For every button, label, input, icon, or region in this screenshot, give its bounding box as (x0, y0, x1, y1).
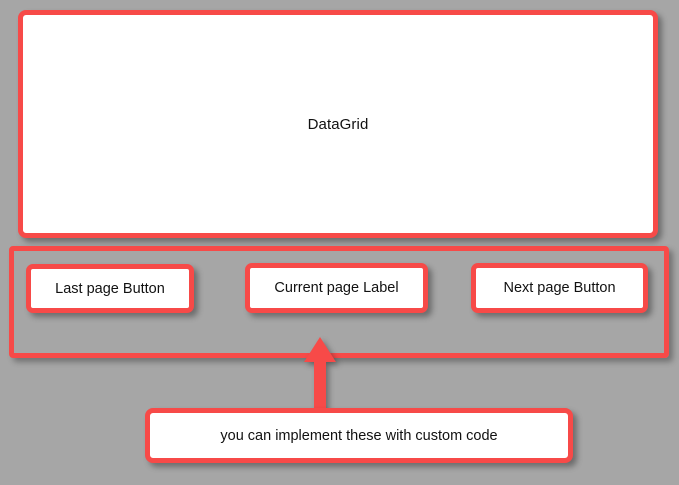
next-page-button-label: Next page Button (503, 280, 616, 296)
next-page-button[interactable]: Next page Button (471, 263, 648, 313)
current-page-label[interactable]: Current page Label (245, 263, 428, 313)
callout-note-text: you can implement these with custom code (220, 427, 498, 444)
current-page-label-text: Current page Label (274, 280, 399, 296)
callout-note-box[interactable]: you can implement these with custom code (145, 408, 573, 463)
callout-arrow-up-icon (300, 336, 340, 412)
datagrid-label: DataGrid (307, 115, 369, 133)
arrow-up-glyph (304, 337, 336, 412)
datagrid-region[interactable]: DataGrid (18, 10, 658, 238)
last-page-button-label: Last page Button (55, 280, 165, 297)
pager-group-region[interactable] (9, 246, 669, 358)
last-page-button[interactable]: Last page Button (26, 264, 194, 313)
